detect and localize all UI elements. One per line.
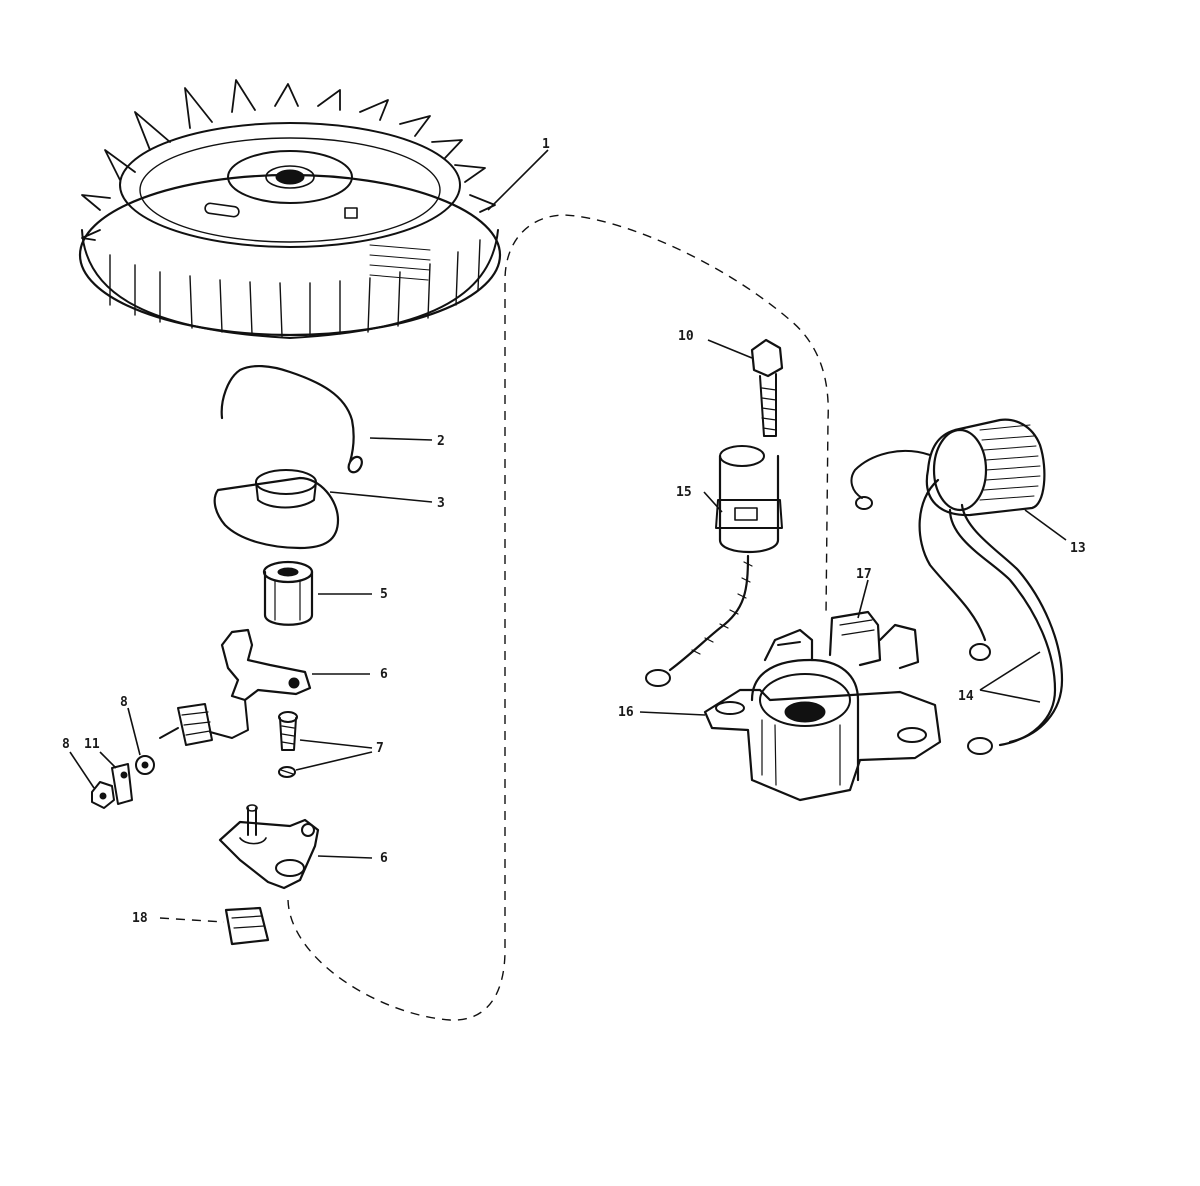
wire-spring-clip xyxy=(220,365,363,474)
breaker-base-plate xyxy=(218,804,320,890)
leader-14a xyxy=(979,651,1041,691)
leader-18 xyxy=(159,917,225,923)
flywheel xyxy=(78,79,502,339)
callout-14: 14 xyxy=(958,689,974,704)
leader-11 xyxy=(99,751,117,769)
leader-7 xyxy=(127,707,141,756)
magneto-bracket xyxy=(703,610,942,802)
callout-17: 17 xyxy=(856,567,872,582)
leader-15 xyxy=(703,491,723,513)
leader-10 xyxy=(707,339,753,359)
leader-17 xyxy=(857,579,869,619)
felt-pad xyxy=(224,906,270,946)
bushing xyxy=(262,560,314,626)
leader-8a xyxy=(299,739,373,749)
callout-18: 18 xyxy=(132,911,148,926)
callout-3: 3 xyxy=(437,496,445,511)
cap-screw xyxy=(750,338,784,437)
callout-8b: 8 xyxy=(62,737,70,752)
callout-15: 15 xyxy=(676,485,692,500)
leader-6b xyxy=(317,855,373,859)
callout-6a: 6 xyxy=(380,667,388,682)
callout-11: 11 xyxy=(84,737,100,752)
leader-8b xyxy=(295,751,373,771)
callout-7: 8 xyxy=(120,695,128,710)
leader-8c xyxy=(69,751,95,789)
callout-6b: 6 xyxy=(380,851,388,866)
callout-16: 16 xyxy=(618,705,634,720)
ignition-coil xyxy=(850,418,1064,755)
cam-plate xyxy=(213,469,340,550)
callout-8a: 7 xyxy=(376,741,384,756)
leader-2 xyxy=(369,437,433,441)
screw-pair xyxy=(278,711,298,778)
washer-nut-group xyxy=(91,755,155,809)
leader-16 xyxy=(639,711,706,716)
callout-10: 10 xyxy=(678,329,694,344)
condenser xyxy=(645,445,783,687)
leader-14b xyxy=(979,689,1041,703)
leader-1 xyxy=(487,149,549,211)
callout-1: 1 xyxy=(542,137,550,152)
assembly-outline xyxy=(287,214,829,1021)
callout-5: 5 xyxy=(380,587,388,602)
leader-3 xyxy=(329,491,433,503)
callout-2: 2 xyxy=(437,434,445,449)
callout-13: 13 xyxy=(1070,541,1086,556)
leader-13 xyxy=(1024,509,1067,541)
breaker-arm xyxy=(159,628,312,746)
